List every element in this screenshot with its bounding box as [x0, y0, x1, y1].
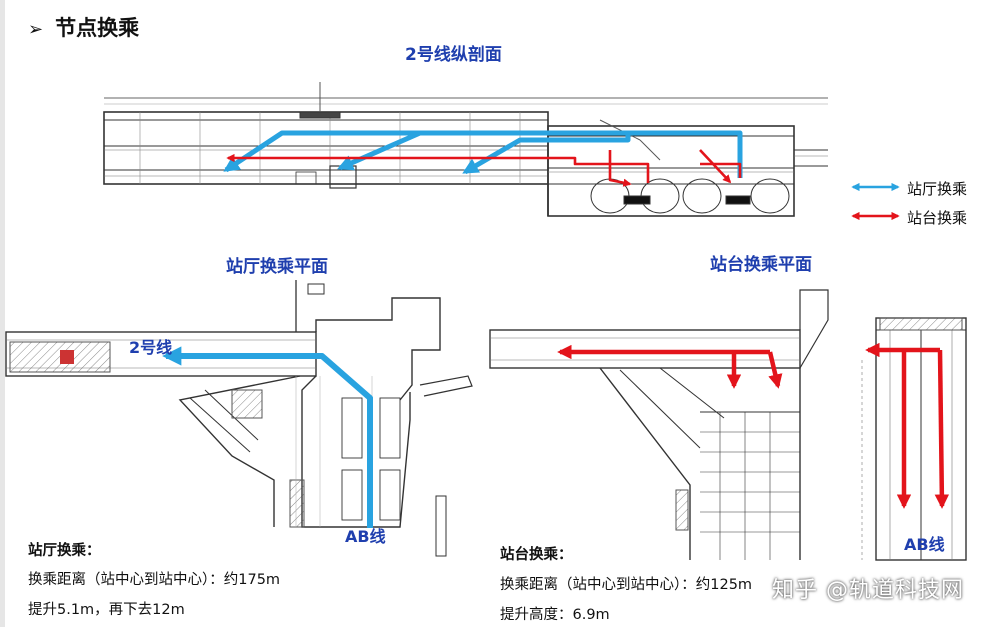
bullet-arrow-icon: ➢ — [28, 19, 44, 40]
hall-plan-transfer-arrow — [162, 346, 373, 528]
slide-left-rule — [0, 0, 5, 627]
slide-title-text: 节点换乘 — [55, 16, 140, 40]
legend-platform-transfer-label: 站台换乘 — [907, 209, 968, 227]
hall-note-elevation: 提升5.1m，再下去12m — [28, 602, 185, 618]
watermark: 知乎 @轨道科技网 — [772, 578, 964, 603]
platform-note-distance: 换乘距离（站中心到站中心）：约125m — [500, 577, 753, 593]
ab-line-label-hall: AB线 — [345, 527, 386, 546]
profile-section-title: 2号线纵剖面 — [405, 45, 502, 65]
platform-plan-transfer-arrows — [557, 342, 950, 509]
platform-plan-drawing — [489, 289, 967, 561]
hall-plan-section-title: 站厅换乘平面 — [226, 257, 328, 277]
platform-note-heading: 站台换乘： — [500, 547, 573, 563]
platform-plan-section-title: 站台换乘平面 — [710, 255, 812, 275]
ab-line-label-platform: AB线 — [904, 535, 945, 554]
hall-plan-drawing — [5, 280, 473, 557]
hall-note-heading: 站厅换乘： — [28, 543, 101, 559]
legend — [851, 182, 900, 221]
slide-title: ➢ 节点换乘 — [28, 12, 139, 42]
profile-drawing — [103, 82, 828, 217]
legend-hall-transfer-label: 站厅换乘 — [907, 180, 968, 198]
hall-note-distance: 换乘距离（站中心到站中心）：约175m — [28, 572, 281, 588]
line2-label: 2号线 — [129, 338, 173, 357]
profile-hall-transfer-arrows — [223, 130, 743, 178]
profile-platform-transfer-arrows — [226, 149, 742, 187]
platform-note-elevation: 提升高度：6.9m — [500, 607, 610, 623]
